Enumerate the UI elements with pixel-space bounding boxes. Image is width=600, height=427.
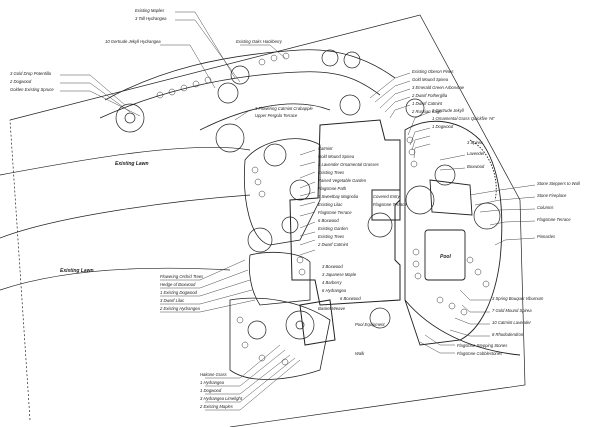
labels-left-upper: 3 Gold Drop Potentilla 2 Dogwood Golden … [9,71,149,167]
tree-symbols [115,49,501,340]
labels-left-lower: Flowering Orchid Trees Hedge of Boxwood … [159,274,204,311]
label-left-lower-0: Flowering Orchid Trees [160,274,204,279]
label-center-0: Catmint [318,146,333,151]
label-tall-hydrangea: 3 Tall Hydrangea [135,16,167,21]
label-house-3: 3 Boxwood [322,264,343,269]
label-left-lower-1: Hedge of Boxwood [160,282,196,287]
label-center-11: Existing Trees [318,234,345,239]
label-gertrude-jekyll-hydrangea: 10 Gertrude Jekyll Hydrangea [105,39,161,44]
label-bottom-2: 1 Dogwood [200,388,222,393]
labels-right-upper: Existing Oberon Pines Gold Mound Spirea … [411,69,465,114]
label-house-8: Basket Weave [318,306,346,311]
label-lavender: Lavender [467,151,485,156]
label-dwarf-catmint: 1 Dwarf Catmint [412,101,443,106]
labels-right-far: Stone Steppers to Wall Stone Fireplace C… [537,181,581,239]
label-house-7: 6 Boxwood [340,296,361,301]
label-pinnacles: Pinnacles [537,234,556,239]
labels-top: Existing Maples 3 Tall Hydrangea 10 Gert… [105,8,283,44]
label-upper-pergola: Upper Pergola Terrace [255,113,298,118]
label-columns: Columns [537,205,554,210]
label-bottom-3: 3 Hydrangea Limelight [200,396,243,401]
labels-right-lower: 3 Spring Bouquet Viburnum 7 Gold Mound S… [492,296,544,337]
label-boxwood: Boxwood [467,164,485,169]
house-footprint [289,119,401,346]
label-left-lower-3: 3 Dwarf Lilac [160,298,185,303]
label-existing-maples: Existing Maples [135,8,165,13]
label-bottom-4: 2 Existing Maples [199,404,234,409]
labels-bottom: Hakone Grass 1 Hydrangea 1 Dogwood 3 Hyd… [199,372,243,409]
label-cobblestones: Flagstone Cobblestones [457,351,503,356]
label-center-3: Existing Trees [318,170,345,175]
label-center-1: Gold Mound Spirea [318,154,355,159]
label-existing-lawn-lower: Existing Lawn [60,268,94,274]
label-stone-fireplace: Stone Fireplace [537,193,567,198]
label-stone-steppers: Stone Steppers to Wall [537,181,581,186]
label-bottom-0: Hakone Grass [200,372,228,377]
label-left-lower-2: 1 Existing Dogwood [160,290,198,295]
label-gold-mound-lower: 7 Gold Mound Spirea [492,308,532,313]
label-walk: Walk [355,351,365,356]
label-center-7: Existing Lilac [318,202,343,207]
label-center-2: 3 Lavender Ornamental Grasses [318,162,380,167]
terrace-and-pool [404,120,521,356]
label-house-6: 6 Hydrangea [322,288,347,293]
leader-lines [60,11,536,411]
label-bottom-1: 1 Hydrangea [200,380,225,385]
label-gertrude-jekyll: 2 Gertrude Jekyll [431,108,465,113]
label-catmint-crabapple: 3 Flowering Catmint Crabapple [255,106,313,111]
label-dogwood-right: 1 Dogwood [432,124,454,129]
labels-center: Catmint Gold Mound Spirea 3 Lavender Orn… [317,146,380,247]
label-flagstone-terrace-right: Flagstone Terrace [537,217,571,222]
label-house-5: 4 Barberry [322,280,342,285]
label-center-4: Raised Vegetable Garden [318,178,367,183]
labels-bottom-right: Flagstone Stepping Stones Flagstone Cobb… [457,343,508,356]
label-catmint-lavender: 10 Catmint Lavender [492,320,531,325]
label-potentilla: 3 Gold Drop Potentilla [10,71,52,76]
label-russian-sage: 2 Russian Sage [411,109,442,114]
center-beds [229,138,331,380]
label-house-4: 3 Japanese Maple [322,272,357,277]
label-gold-mound-spirea: Gold Mound Spirea [412,77,449,82]
label-center-10: Existing Garden [318,226,348,231]
label-arborvitae: 3 Emerald Green Arborvitae [412,85,465,90]
labels-upper-mid: 3 Flowering Catmint Crabapple Upper Perg… [255,106,313,118]
label-spirea: 3 Spirea [467,140,483,145]
upper-garden-bed [99,49,396,131]
label-dogwood: 2 Dogwood [9,79,32,84]
label-pool-equipment: Pool Equipment [355,322,385,327]
property-boundary [0,14,526,427]
label-rhododendron: 8 Rhododendron [492,332,524,337]
label-center-9: 6 Boxwood [318,218,339,223]
label-center-6: 3 Sweetbay Magnolia [318,194,359,199]
label-center-12: 2 Dwarf Catmint [317,242,349,247]
label-fothergilla: 2 Dwarf Fothergilla [411,93,448,98]
label-flagstone-terrace-house: Flagstone Terrace [373,202,407,207]
lawn-labels: Existing Lawn Walk [60,268,365,356]
label-center-8: Flagstone Terrace [318,210,352,215]
labels-house: Covered Entry Flagstone Terrace Pool 3 B… [318,194,451,327]
label-existing-oaks: Existing Oaks Hackberry [236,39,283,44]
label-left-lower-4: 2 Existing Hydrangea [159,306,200,311]
shrub-dots [156,52,490,366]
label-oberon-pines: Existing Oberon Pines [412,69,454,74]
labels-right-mid: 2 Gertrude Jekyll 1 Ornamental Grass Qui… [431,108,495,169]
label-covered-entry: Covered Entry [373,194,401,199]
label-spruce: Golden Existing Spruce [10,87,54,92]
label-pool: Pool [440,254,451,260]
label-viburnum: 3 Spring Bouquet Viburnum [492,296,544,301]
label-ornamental-grass: 1 Ornamental Grass Quickfire 'Ht' [432,116,495,121]
label-stepping-stones: Flagstone Stepping Stones [457,343,508,348]
label-center-5: Flagstone Path [318,186,347,191]
label-existing-lawn-top: Existing Lawn [115,161,149,167]
